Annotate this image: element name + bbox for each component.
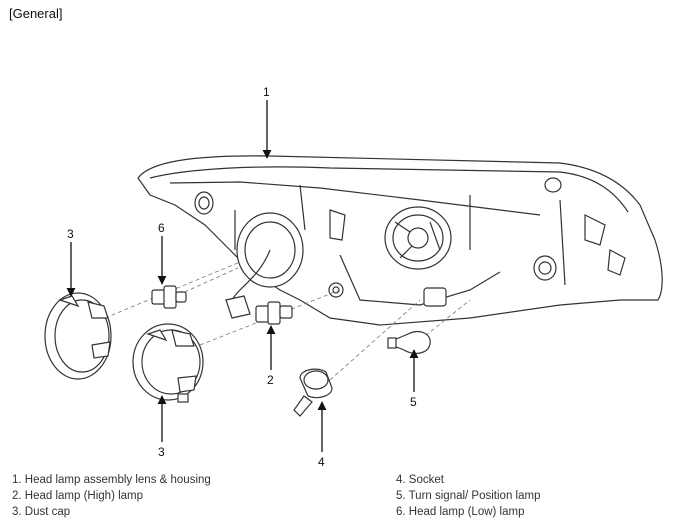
legend-right: 4. Socket 5. Turn signal/ Position lamp … [396,472,540,520]
headlamp-exploded-diagram: 1 3 6 2 3 4 5 [44,85,663,469]
callout-2: 2 [267,373,274,387]
low-beam-bulb [151,285,187,309]
high-beam-bulb [255,301,293,325]
legend-item: 3. Dust cap [12,506,71,518]
turn-signal-bulb [387,331,431,354]
callout-4: 4 [318,455,325,469]
legend-item: 6. Head lamp (Low) lamp [396,506,525,518]
callout-5: 5 [410,395,417,409]
callout-6: 6 [158,221,165,235]
legend-item: 5. Turn signal/ Position lamp [396,490,541,502]
legend-item: 1. Head lamp assembly lens & housing [12,474,211,486]
callout-3-bottom: 3 [158,445,165,459]
callout-1: 1 [263,85,270,99]
head-lamp-housing [137,155,663,326]
callout-3-left: 3 [67,227,74,241]
legend-item: 4. Socket [396,474,444,486]
socket [293,368,333,417]
legend-item: 2. Head lamp (High) lamp [12,490,144,502]
legend-left: 1. Head lamp assembly lens & housing 2. … [12,472,211,520]
section-label: [General] [9,6,63,21]
dust-cap-left [44,292,112,380]
dust-cap-center [132,323,204,403]
